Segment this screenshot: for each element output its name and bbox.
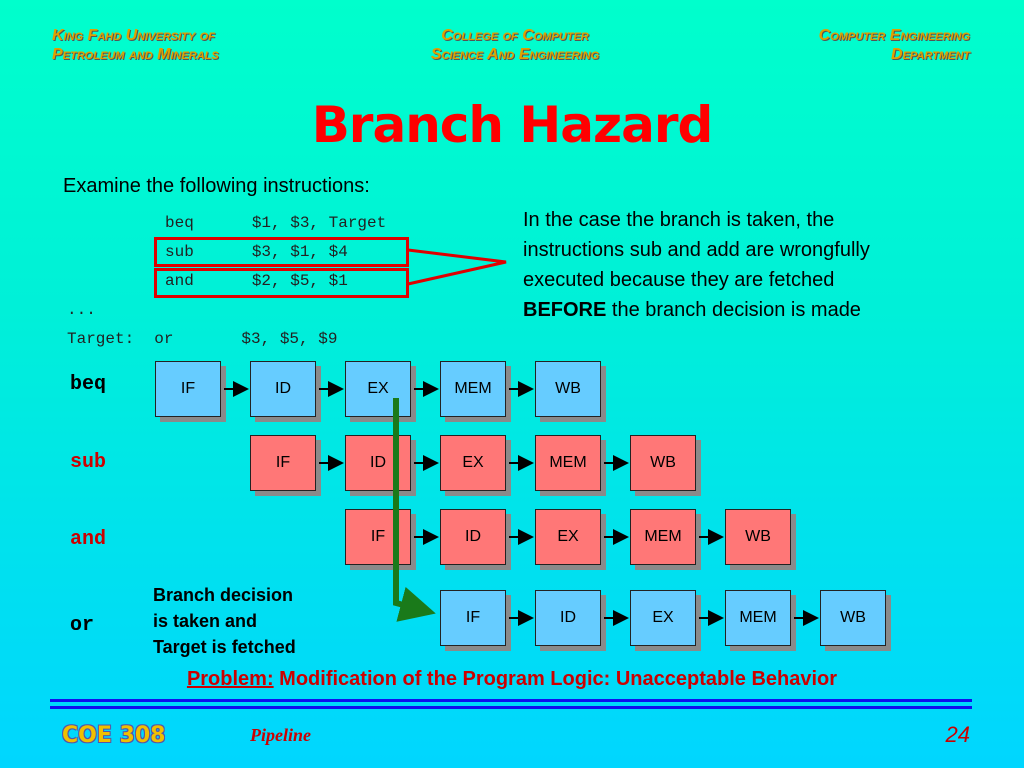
stage-beq-mem: MEM	[440, 361, 506, 417]
code-label: Target:	[67, 330, 135, 348]
code-line-ellipsis: ...	[67, 301, 96, 319]
stage-and-wb: WB	[725, 509, 791, 565]
row-label-beq: beq	[70, 373, 107, 396]
annotation-line: Target is fetched	[153, 637, 296, 657]
header-college: College of Computer Science And Engineer…	[390, 26, 640, 64]
header-university-line2: Petroleum and Minerals	[52, 46, 219, 63]
highlight-box-and	[154, 268, 409, 298]
stage-and-id: ID	[440, 509, 506, 565]
footer-topic: Pipeline	[250, 725, 311, 745]
header-department-line1: Computer Engineering	[818, 27, 970, 44]
code-args: $3, $5, $9	[241, 330, 338, 348]
problem-label: Problem:	[186, 668, 274, 690]
code-op: sub	[165, 243, 194, 261]
code-op: and	[165, 272, 194, 290]
stage-and-ex: EX	[535, 509, 601, 565]
stage-or-if: IF	[440, 590, 506, 646]
problem-statement: Problem: Modification of the Program Log…	[0, 668, 1024, 691]
footer-page-number: 24	[945, 722, 970, 747]
code-args: $1, $3, Target	[251, 214, 387, 232]
stage-sub-wb: WB	[630, 435, 696, 491]
stage-and-mem: MEM	[630, 509, 696, 565]
explanation-text: In the case the branch is taken, the ins…	[523, 205, 870, 325]
row-label-and: and	[70, 528, 107, 551]
explanation-line: BEFORE the branch decision is made	[523, 295, 870, 325]
branch-decision-arrow	[393, 398, 436, 622]
annotation-line: Branch decision	[153, 585, 294, 605]
explanation-line: instructions sub and add are wrongfully	[523, 239, 870, 261]
header-department-line2: Department	[891, 46, 970, 63]
annotation-line: is taken and	[153, 611, 258, 631]
stage-beq-id: ID	[250, 361, 316, 417]
branch-annotation: Branch decision is taken and Target is f…	[153, 582, 296, 660]
problem-text: Modification of the Program Logic: Unacc…	[273, 668, 838, 690]
code-line-2: sub $3, $1, $4	[165, 243, 348, 261]
intro-text: Examine the following instructions:	[63, 175, 370, 197]
footer-rule-bottom	[50, 706, 972, 709]
stage-beq-ex: EX	[345, 361, 411, 417]
code-line-target: Target: or $3, $5, $9	[67, 330, 337, 348]
explanation-line: executed because they are fetched	[523, 269, 835, 291]
stage-sub-if: IF	[250, 435, 316, 491]
header-university-line1: King Fahd University of	[52, 27, 215, 44]
stage-or-wb: WB	[820, 590, 886, 646]
code-args: $3, $1, $4	[251, 243, 348, 261]
stage-sub-id: ID	[345, 435, 411, 491]
stage-beq-if: IF	[155, 361, 221, 417]
header-college-line1: College of Computer	[441, 27, 589, 44]
header-university: King Fahd University of Petroleum and Mi…	[52, 26, 219, 64]
highlight-box-sub	[154, 237, 409, 267]
stage-or-mem: MEM	[725, 590, 791, 646]
row-label-or: or	[70, 614, 95, 637]
header-college-line2: Science And Engineering	[430, 46, 600, 63]
stage-or-ex: EX	[630, 590, 696, 646]
stage-beq-wb: WB	[535, 361, 601, 417]
code-line-3: and $2, $5, $1	[165, 272, 348, 290]
row-label-sub: sub	[70, 451, 107, 474]
header-department: Computer Engineering Department	[700, 26, 970, 64]
code-line-1: beq $1, $3, Target	[165, 214, 386, 232]
slide-title: Branch Hazard	[311, 96, 714, 154]
stage-sub-mem: MEM	[535, 435, 601, 491]
stage-sub-ex: EX	[440, 435, 506, 491]
code-op: beq	[165, 214, 194, 232]
footer-rule-top	[50, 699, 972, 702]
footer-course: COE 308	[62, 723, 166, 748]
explanation-line: In the case the branch is taken, the	[523, 209, 835, 231]
stage-or-id: ID	[535, 590, 601, 646]
code-op: or	[154, 330, 174, 348]
stage-and-if: IF	[345, 509, 411, 565]
callout-wedge	[407, 248, 507, 286]
explanation-emphasis: BEFORE	[523, 299, 607, 321]
explanation-line-rest: the branch decision is made	[606, 299, 861, 321]
code-args: $2, $5, $1	[251, 272, 348, 290]
